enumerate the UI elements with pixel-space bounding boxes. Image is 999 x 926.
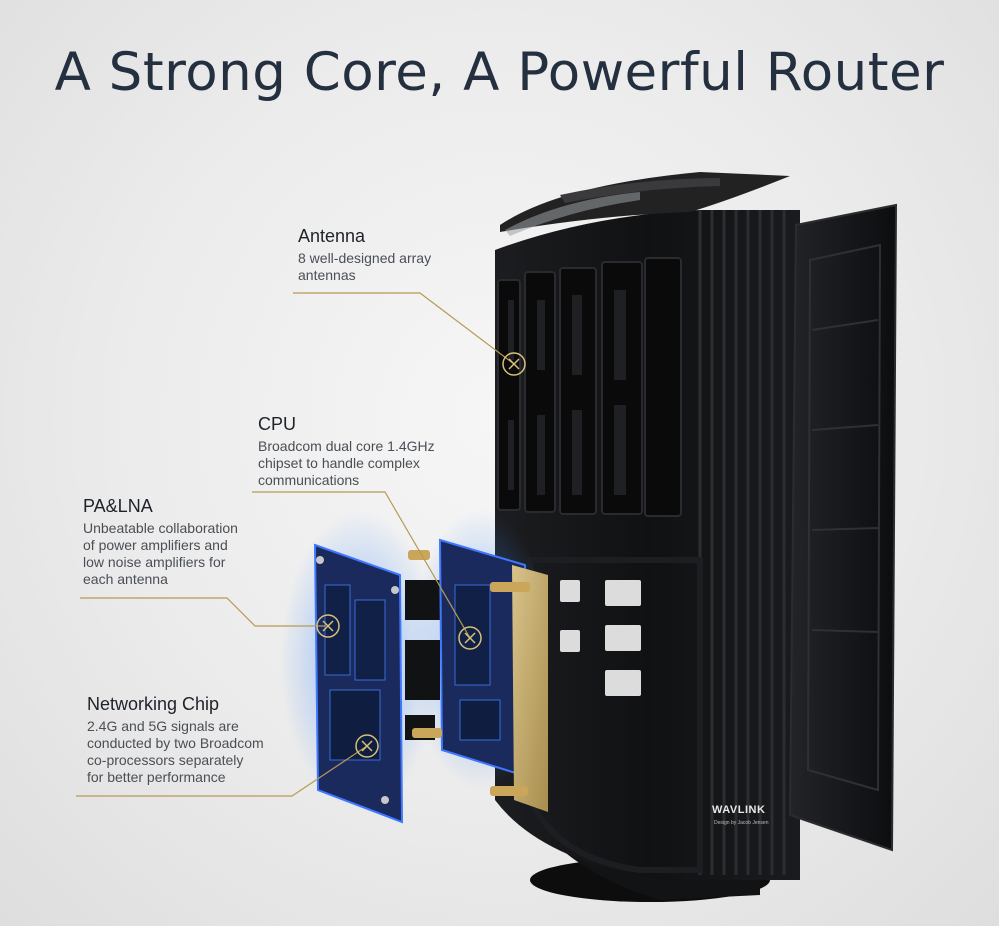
callout-antenna: Antenna 8 well-designed array antennas bbox=[298, 226, 431, 284]
gold-shield bbox=[512, 565, 548, 812]
router-top-cap bbox=[500, 172, 790, 232]
target-markers bbox=[316, 352, 526, 758]
callout-networking-chip-heading: Networking Chip bbox=[87, 694, 220, 714]
cpu-marker bbox=[458, 626, 482, 650]
callout-antenna-desc: 8 well-designed array antennas bbox=[298, 250, 431, 284]
callout-networking-chip-line: 2.4G and 5G signals are bbox=[87, 718, 239, 734]
heatsink-fins bbox=[698, 210, 786, 875]
callout-cpu-line: Broadcom dual core 1.4GHz bbox=[258, 438, 435, 454]
callout-pa-lna: PA&LNA Unbeatable collaboration of power… bbox=[83, 496, 238, 588]
callout-pa-lna-line: low noise amplifiers for bbox=[83, 554, 226, 570]
callout-cpu-heading: CPU bbox=[258, 414, 297, 434]
callout-cpu-desc: Broadcom dual core 1.4GHz chipset to han… bbox=[258, 438, 435, 489]
pa-lna-marker bbox=[316, 614, 340, 638]
brand-tagline: Design by Jacob Jensen bbox=[714, 820, 769, 826]
brand-plate: WAVLINK Design by Jacob Jensen bbox=[712, 804, 769, 826]
callout-networking-chip: Networking Chip 2.4G and 5G signals are … bbox=[87, 694, 264, 786]
side-cover-panel bbox=[788, 203, 898, 852]
leader-lines bbox=[76, 292, 515, 797]
cpu-leader bbox=[252, 491, 471, 639]
networking-chip-marker bbox=[355, 734, 379, 758]
networking-chip-leader bbox=[76, 745, 368, 797]
callout-pa-lna-desc: Unbeatable collaboration of power amplif… bbox=[83, 520, 238, 588]
callout-pa-lna-heading: PA&LNA bbox=[83, 496, 153, 516]
callout-cpu-line: chipset to handle complex bbox=[258, 455, 420, 471]
brand-logo: WAVLINK bbox=[712, 804, 765, 816]
callout-antenna-line: antennas bbox=[298, 267, 356, 283]
pa-lna-board bbox=[313, 543, 404, 824]
callout-pa-lna-line: Unbeatable collaboration bbox=[83, 520, 238, 536]
callout-cpu: CPU Broadcom dual core 1.4GHz chipset to… bbox=[258, 414, 435, 489]
callout-antenna-line: 8 well-designed array bbox=[298, 250, 432, 266]
callout-networking-chip-line: conducted by two Broadcom bbox=[87, 735, 264, 751]
antenna-leader bbox=[293, 292, 515, 365]
antenna-array bbox=[497, 257, 682, 517]
callout-pa-lna-line: of power amplifiers and bbox=[83, 537, 228, 553]
lower-chassis bbox=[560, 580, 641, 696]
antenna-marker bbox=[502, 352, 526, 376]
callout-antenna-heading: Antenna bbox=[298, 226, 366, 246]
callout-pa-lna-line: each antenna bbox=[83, 571, 168, 587]
pa-lna-leader bbox=[80, 597, 326, 627]
page-title: A Strong Core, A Powerful Router bbox=[54, 42, 945, 103]
callout-networking-chip-line: for better performance bbox=[87, 769, 226, 785]
callout-networking-chip-desc: 2.4G and 5G signals are conducted by two… bbox=[87, 718, 264, 786]
callout-networking-chip-line: co-processors separately bbox=[87, 752, 244, 768]
callout-cpu-line: communications bbox=[258, 472, 360, 488]
cpu-board bbox=[408, 538, 548, 812]
